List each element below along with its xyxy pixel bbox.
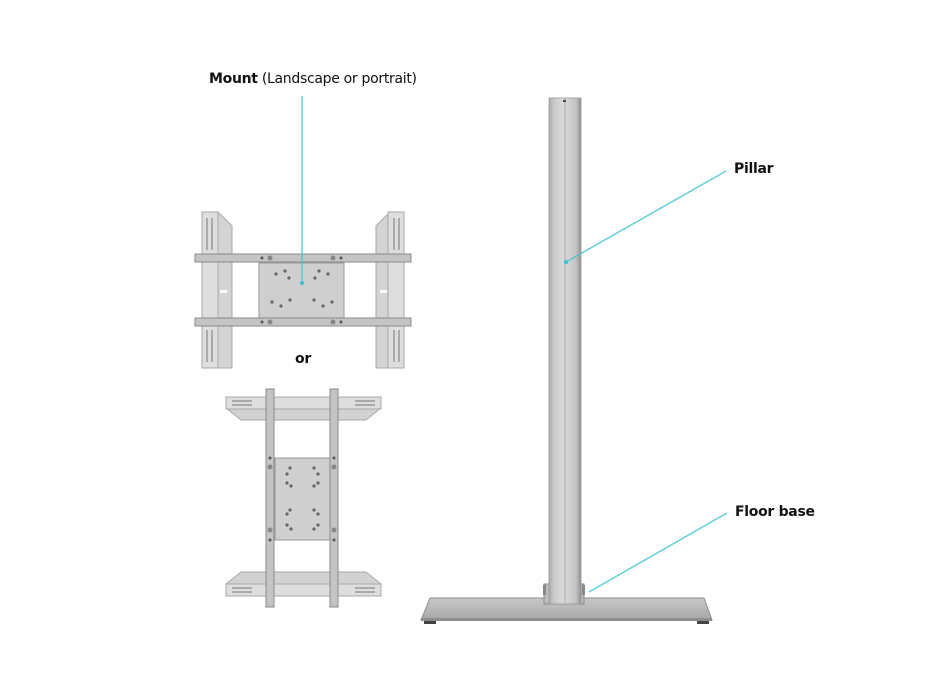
pillar-label: Pillar: [734, 161, 774, 177]
portrait-mount: [225, 388, 382, 608]
floor-base-label: Floor base: [735, 504, 815, 520]
mount-label-title: Mount: [209, 71, 258, 87]
floor-base-callout-line: [588, 512, 728, 593]
pillar-text: Pillar: [734, 161, 774, 177]
floor-base-text: Floor base: [735, 504, 815, 520]
landscape-mount: [194, 211, 412, 369]
or-label: or: [295, 351, 311, 367]
mount-label-subtitle: (Landscape or portrait): [261, 71, 417, 87]
mount-label: Mount (Landscape or portrait): [209, 71, 417, 87]
or-text: or: [295, 351, 311, 367]
pillar-callout-line: [565, 170, 727, 263]
pillar: [548, 97, 582, 605]
callout-lines: [299, 96, 728, 593]
